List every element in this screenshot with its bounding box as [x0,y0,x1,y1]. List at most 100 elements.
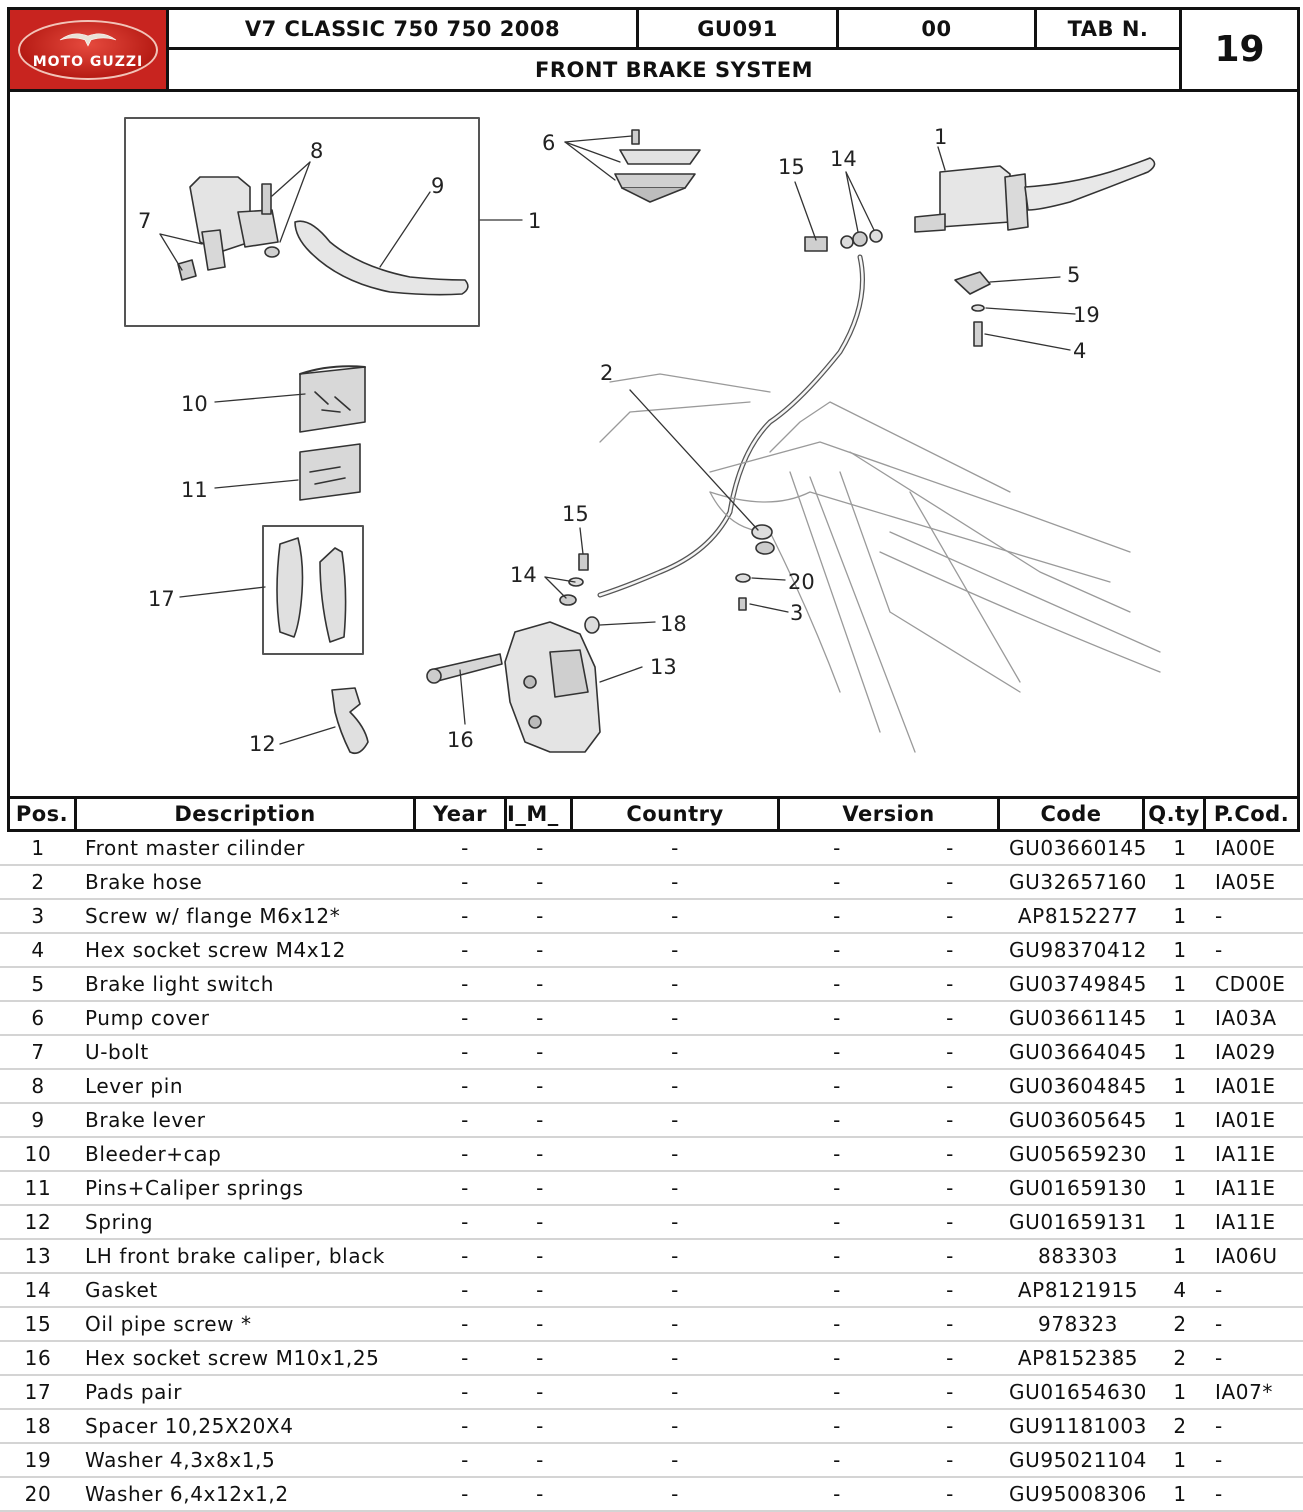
cell-pcod: IA01E [1215,1108,1276,1132]
cell-description: Washer 4,3x8x1,5 [85,1448,276,1472]
cell-description: U-bolt [85,1040,149,1064]
cell-country: - [671,1278,679,1302]
cell-version-2: - [946,1244,954,1268]
cell-year: - [461,1482,469,1506]
cell-description: Spacer 10,25X20X4 [85,1414,294,1438]
cell-qty: 1 [1173,1448,1187,1472]
cell-qty: 1 [1173,1040,1187,1064]
cell-qty: 1 [1173,938,1187,962]
cell-description: Hex socket screw M4x12 [85,938,346,962]
cell-year: - [461,1108,469,1132]
cell-version: - [833,1210,841,1234]
cell-pcod: IA07* [1215,1380,1274,1404]
cell-country: - [671,1210,679,1234]
cell-im: - [536,1414,544,1438]
cell-country: - [671,1380,679,1404]
cell-code: GU03660145 [1009,836,1147,860]
cell-code: GU01654630 [1009,1380,1147,1404]
cell-code: GU03661145 [1009,1006,1147,1030]
cell-im: - [536,1040,544,1064]
cell-im: - [536,1312,544,1336]
cell-code: GU95008306 [1009,1482,1147,1506]
cell-code: GU01659131 [1009,1210,1147,1234]
cell-qty: 1 [1173,1210,1187,1234]
cell-im: - [536,1482,544,1506]
col-code: Code [1000,799,1145,829]
cell-version-2: - [946,1278,954,1302]
callout-15-lower: 15 [562,502,589,526]
cell-qty: 1 [1173,1074,1187,1098]
callout-7: 7 [138,209,151,233]
cell-im: - [536,904,544,928]
cell-pos: 10 [24,1142,52,1166]
cell-pcod: IA11E [1215,1176,1276,1200]
cell-qty: 1 [1173,1380,1187,1404]
catalog-code: GU091 [639,10,839,50]
cell-version-2: - [946,1006,954,1030]
cell-im: - [536,1448,544,1472]
cell-code: GU95021104 [1009,1448,1147,1472]
cell-im: - [536,938,544,962]
cell-pcod: - [1215,1346,1223,1370]
cell-country: - [671,836,679,860]
cell-version: - [833,1448,841,1472]
cell-version: - [833,1312,841,1336]
cell-version: - [833,1108,841,1132]
page-header: MOTO GUZZI V7 CLASSIC 750 750 2008 GU091… [7,7,1300,92]
cell-version: - [833,904,841,928]
cell-pcod: IA03A [1215,1006,1277,1030]
cell-pcod: IA01E [1215,1074,1276,1098]
callout-3: 3 [790,601,803,625]
cell-pos: 9 [31,1108,45,1132]
cell-im: - [536,870,544,894]
callout-6: 6 [542,131,555,155]
cell-version: - [833,1380,841,1404]
callout-1-inset: 1 [528,209,541,233]
cell-country: - [671,938,679,962]
cell-year: - [461,1312,469,1336]
cell-year: - [461,1006,469,1030]
cell-country: - [671,904,679,928]
cell-pos: 12 [24,1210,52,1234]
cell-qty: 1 [1173,904,1187,928]
cell-pos: 16 [24,1346,52,1370]
callout-15: 15 [778,155,805,179]
cell-version: - [833,938,841,962]
cell-pos: 15 [24,1312,52,1336]
model-name: V7 CLASSIC 750 750 2008 [169,10,639,50]
cell-pos: 20 [24,1482,52,1506]
cell-qty: 1 [1173,1108,1187,1132]
col-qty: Q.ty [1145,799,1206,829]
cell-version: - [833,1346,841,1370]
cell-pcod: - [1215,1448,1223,1472]
cell-im: - [536,1142,544,1166]
cell-version-2: - [946,904,954,928]
cell-pos: 5 [31,972,45,996]
cell-pcod: IA11E [1215,1142,1276,1166]
brake-hose [597,254,865,598]
cell-pos: 1 [31,836,45,860]
cell-country: - [671,1414,679,1438]
cell-version: - [833,1244,841,1268]
revision: 00 [839,10,1037,50]
cell-pcod: IA05E [1215,870,1276,894]
cell-version: - [833,1006,841,1030]
cell-description: Brake hose [85,870,203,894]
cell-country: - [671,870,679,894]
cell-code: 883303 [1038,1244,1118,1268]
cell-qty: 1 [1173,870,1187,894]
cell-version: - [833,1040,841,1064]
cell-pcod: CD00E [1215,972,1286,996]
callout-16: 16 [447,728,474,752]
cell-qty: 2 [1173,1312,1187,1336]
cell-im: - [536,1006,544,1030]
inset-frame [124,117,480,327]
